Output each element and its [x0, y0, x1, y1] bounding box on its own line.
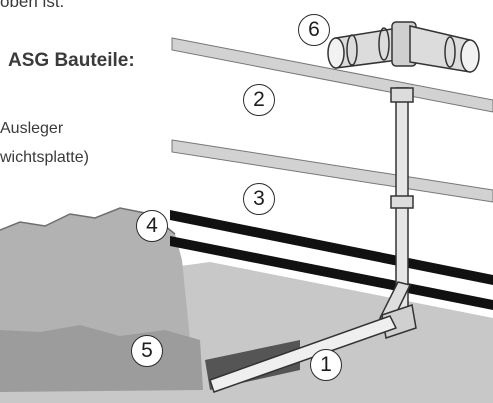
base-arm — [209, 315, 398, 393]
callout-3-middle-rail: 3 — [243, 183, 275, 215]
callout-4-black-rails: 4 — [136, 210, 168, 242]
intro-text-fragment: oben ist. — [0, 0, 65, 11]
callout-1-base-arm: 1 — [310, 349, 342, 381]
rail-middle — [171, 139, 493, 203]
pipe-connector — [327, 21, 480, 73]
components-heading: ASG Bauteile: — [8, 50, 135, 71]
callout-6-connector: 6 — [298, 14, 330, 46]
component-list-line-1: Ausleger — [0, 120, 64, 137]
post-clamp-middle — [390, 195, 414, 209]
callout-5-wall: 5 — [131, 335, 163, 367]
rail-black-upper — [170, 210, 493, 285]
component-list-line-2: wichtsplatte) — [0, 149, 89, 166]
rail-black-lower — [170, 236, 493, 310]
callout-2-top-rail: 2 — [243, 84, 275, 116]
post-clamp-top — [390, 87, 414, 103]
wall-shade — [0, 325, 203, 392]
